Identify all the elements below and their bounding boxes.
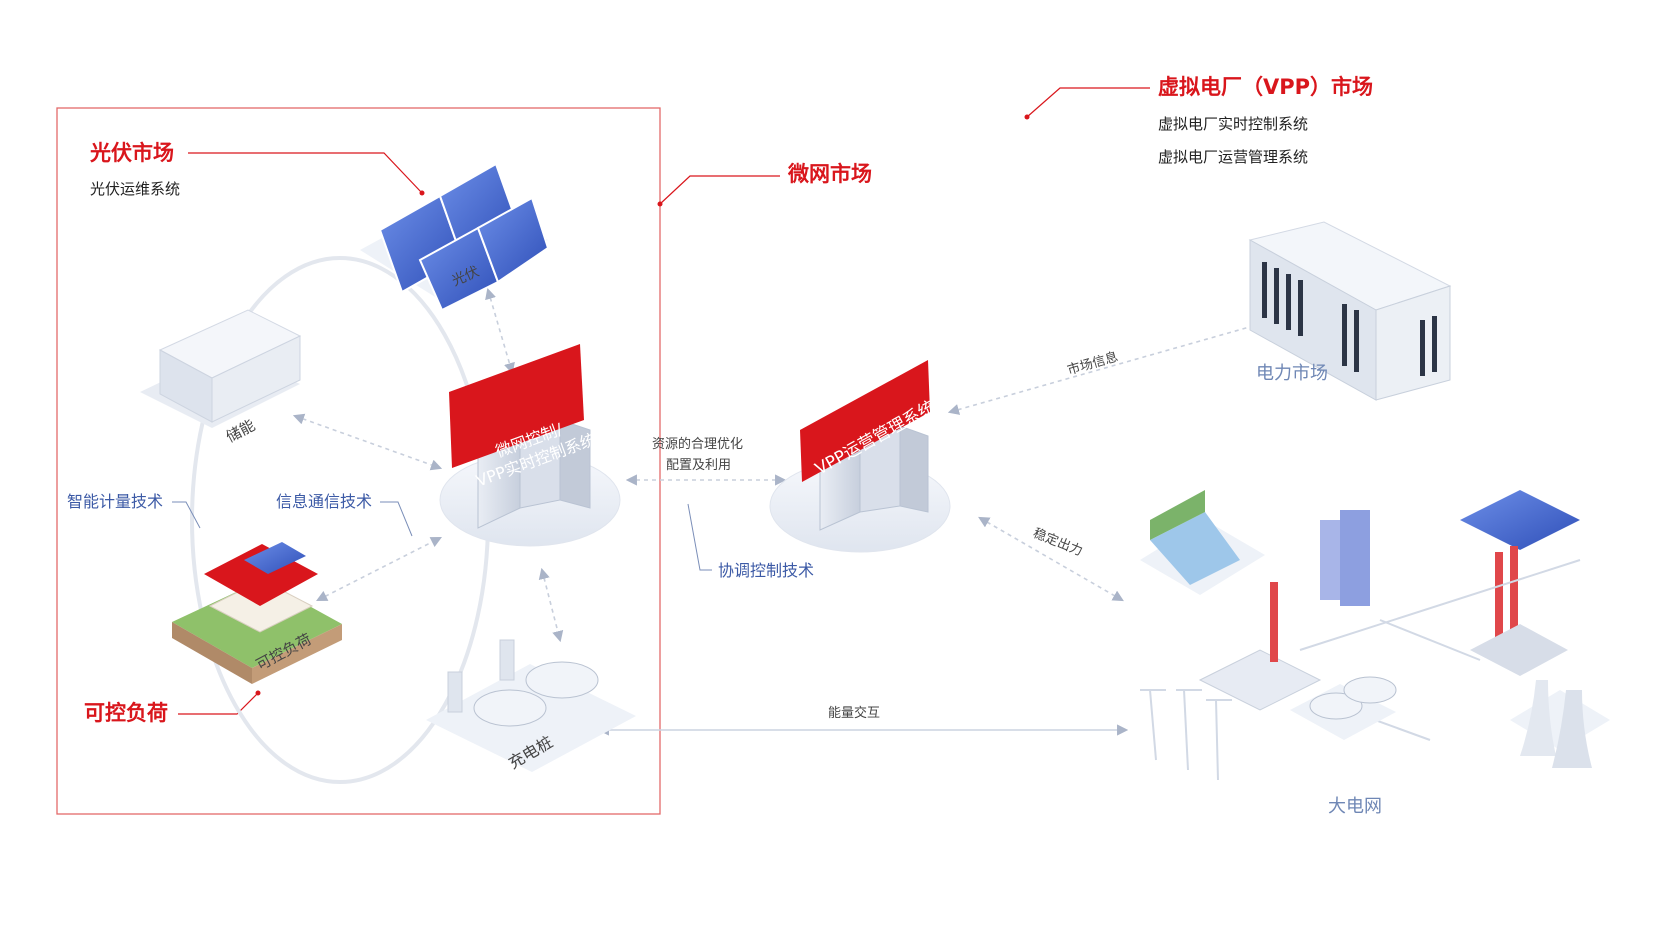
tech-leaders [172,501,712,571]
flow-resource-1: 资源的合理优化 [652,437,744,452]
tech-communication: 信息通信技术 [276,492,373,511]
big-grid-cluster [1140,490,1610,781]
power-market-building [1248,221,1452,401]
house [172,542,342,684]
node-label-power-market: 电力市场 [1256,363,1328,384]
vpp-operation-server [769,360,951,553]
connectors [292,287,1263,643]
tech-coordination: 协调控制技术 [718,561,815,580]
callout-lines [178,87,1150,715]
pv-panels [360,162,550,312]
microgrid-frame [56,107,661,815]
pv-market-sub: 光伏运维系统 [90,180,181,198]
ev-chargers [426,639,636,772]
flow-resource-2: 配置及利用 [666,458,732,473]
pv-market-title: 光伏市场 [90,141,174,165]
callout-dots [255,114,1030,696]
microgrid-control-server [439,344,621,547]
microgrid-market-title: 微网市场 [788,162,872,186]
vpp-sub-realtime: 虚拟电厂实时控制系统 [1158,115,1309,133]
node-label-big-grid: 大电网 [1328,796,1382,817]
load-market-title: 可控负荷 [84,701,168,725]
storage-container [140,309,302,428]
flow-energy-exchange: 能量交互 [828,706,881,721]
vpp-market-title: 虚拟电厂（VPP）市场 [1158,75,1374,99]
vpp-sub-operation: 虚拟电厂运营管理系统 [1158,148,1309,166]
tech-metering: 智能计量技术 [67,492,164,511]
